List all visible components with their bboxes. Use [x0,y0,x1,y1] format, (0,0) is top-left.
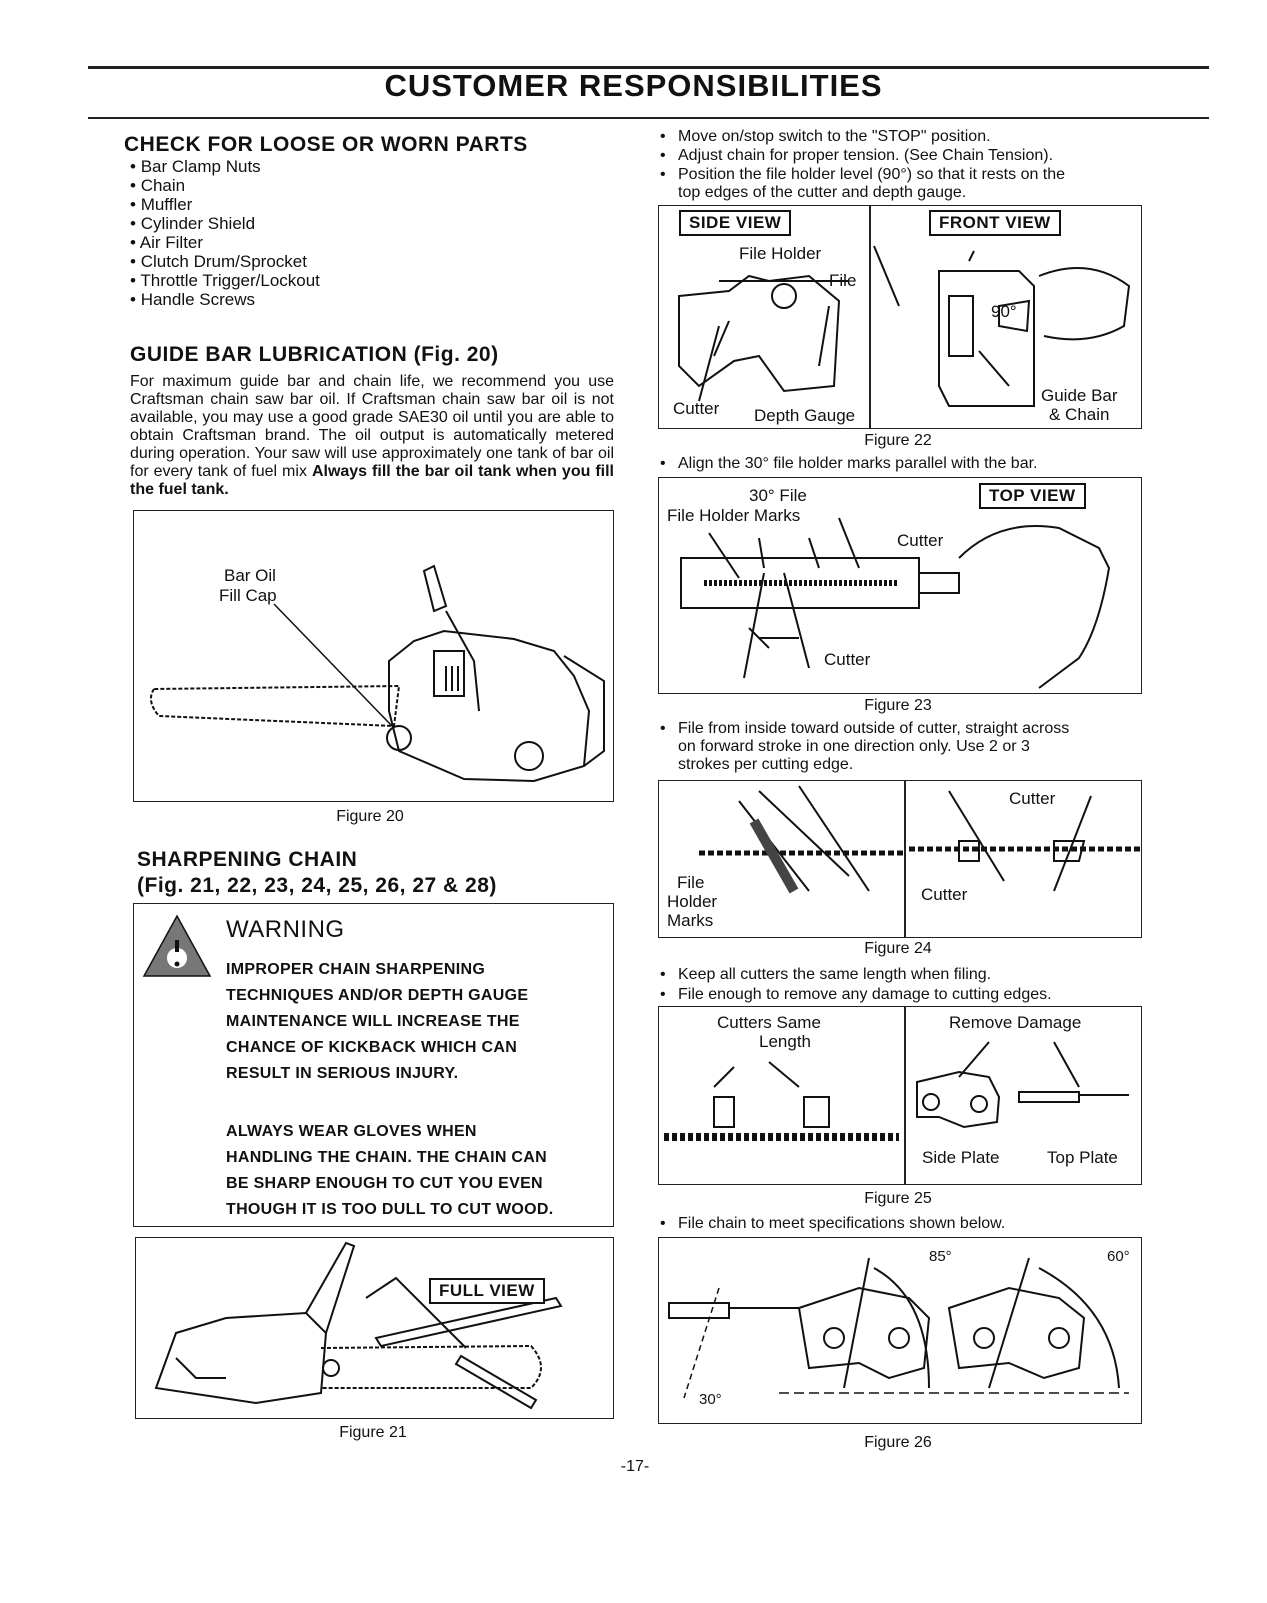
warning-text-2: ALWAYS WEAR GLOVES WHEN HANDLING THE CHA… [226,1123,554,1218]
file-holder-illustration [678,245,1131,407]
fig22-depth-gauge: Depth Gauge [754,406,856,425]
warning-title: WARNING [226,916,345,943]
check-parts-heading: CHECK FOR LOOSE OR WORN PARTS [124,133,528,156]
step-align-marks: •Align the 30° file holder marks paralle… [660,455,1038,472]
fig24-cutter-2: Cutter [921,885,968,904]
fig23-cutter-top: Cutter [897,531,944,550]
figure-21-caption: Figure 21 [339,1424,407,1441]
fig26-60deg: 60° [1107,1248,1130,1265]
figure-24-caption: Figure 24 [864,940,932,957]
figure-22: SIDE VIEW FRONT VIEW File Holder File 90… [658,205,1142,429]
step-adjust-chain: •Adjust chain for proper tension. (See C… [660,147,1054,164]
figure-23-caption: Figure 23 [864,697,932,714]
sharpening-heading: SHARPENING CHAIN [137,848,358,871]
page-number: -17- [620,1458,650,1475]
fig22-chain: & Chain [1049,405,1110,424]
step-specifications: •File chain to meet specifications shown… [660,1215,1006,1232]
fig20-label-fill-cap: Fill Cap [219,586,277,605]
figure-26-caption: Figure 26 [864,1434,932,1451]
top-rule [88,66,1209,69]
fig22-file-holder: File Holder [739,244,822,263]
cutter-length-illustration [664,1041,1129,1141]
list-item: Throttle Trigger/Lockout [130,271,604,290]
fig25-length: Length [759,1032,811,1051]
fig22-cutter: Cutter [673,399,720,418]
warning-box: WARNING IMPROPER CHAIN SHARPENING TECHNI… [133,903,614,1227]
list-item: Bar Clamp Nuts [130,157,604,176]
title-underline [88,117,1209,119]
fig20-label-bar-oil: Bar Oil [224,566,276,585]
figure-26: 85° 60° 30° [658,1237,1142,1424]
check-parts-section: CHECK FOR LOOSE OR WORN PARTS Bar Clamp … [124,133,604,309]
list-item: Muffler [130,195,604,214]
fig25-remove-damage: Remove Damage [949,1013,1082,1032]
check-parts-list: Bar Clamp Nuts Chain Muffler Cylinder Sh… [130,157,604,309]
fig23-file-holder-marks: File Holder Marks [667,506,801,525]
lubrication-bold: Always fill the bar oil tank when you fi… [130,463,615,498]
fig26-30deg: 30° [699,1391,722,1408]
fig25-cutters-same: Cutters Same [717,1013,821,1032]
fig25-side-plate: Side Plate [922,1148,1000,1167]
fig22-file: File [829,271,857,290]
page-title: CUSTOMER RESPONSIBILITIES [384,68,883,103]
step-file-direction: •File from inside toward outside of cutt… [660,720,1070,773]
list-item: Chain [130,176,604,195]
lubrication-body: For maximum guide bar and chain life, we… [130,373,615,498]
figure-20: Bar Oil Fill Cap [133,510,614,802]
figure-24: File Holder Marks Cutter Cutter [658,780,1142,938]
step-position-file: •Position the file holder level (90°) so… [660,166,1066,201]
fig23-top-view-label: TOP VIEW [979,483,1086,509]
figure-20-caption: Figure 20 [336,808,404,825]
list-item: Clutch Drum/Sprocket [130,252,604,271]
list-item: Air Filter [130,233,604,252]
warning-triangle-icon [142,914,212,977]
fig21-full-view-label: FULL VIEW [429,1278,545,1304]
fig23-30deg-file: 30° File [749,486,807,505]
warning-text-1: IMPROPER CHAIN SHARPENING TECHNIQUES AND… [226,961,529,1082]
file-top-view-illustration [680,517,1111,689]
file-cutter-illustration [699,785,1141,894]
figure-25-caption: Figure 25 [864,1190,932,1207]
fig26-85deg: 85° [929,1248,952,1265]
fig22-side-view-label: SIDE VIEW [679,210,792,236]
fig22-guide-bar: Guide Bar [1041,386,1118,405]
fig22-front-view-label: FRONT VIEW [929,210,1061,236]
figure-23: 30° File File Holder Marks Cutter Cutter… [658,477,1142,694]
cutter-angles-illustration [668,1257,1129,1399]
sharpening-subheading: (Fig. 21, 22, 23, 24, 25, 26, 27 & 28) [137,874,497,897]
list-item: Cylinder Shield [130,214,604,233]
step-stop-switch: •Move on/stop switch to the "STOP" posit… [660,128,991,145]
figure-22-caption: Figure 22 [864,432,932,449]
chainsaw-file-illustration [154,1241,563,1410]
fig23-cutter-bottom: Cutter [824,650,871,669]
step-same-length: •Keep all cutters the same length when f… [660,966,992,983]
fig24-cutter-1: Cutter [1009,789,1056,808]
figure-21: FULL VIEW [135,1237,614,1419]
fig24-marks: Marks [667,911,714,930]
lubrication-section: GUIDE BAR LUBRICATION (Fig. 20) For maxi… [130,343,614,499]
figure-25: Cutters Same Length Remove Damage Side P… [658,1006,1142,1185]
fig24-file: File [677,873,705,892]
fig22-90deg: 90° [991,302,1017,321]
sharpening-section: SHARPENING CHAIN (Fig. 21, 22, 23, 24, 2… [137,848,497,898]
fig24-holder: Holder [667,892,718,911]
chainsaw-illustration [149,564,605,783]
lubrication-heading: GUIDE BAR LUBRICATION (Fig. 20) [130,343,499,366]
fig25-top-plate: Top Plate [1047,1148,1118,1167]
list-item: Handle Screws [130,290,604,309]
step-remove-damage: •File enough to remove any damage to cut… [660,986,1052,1003]
